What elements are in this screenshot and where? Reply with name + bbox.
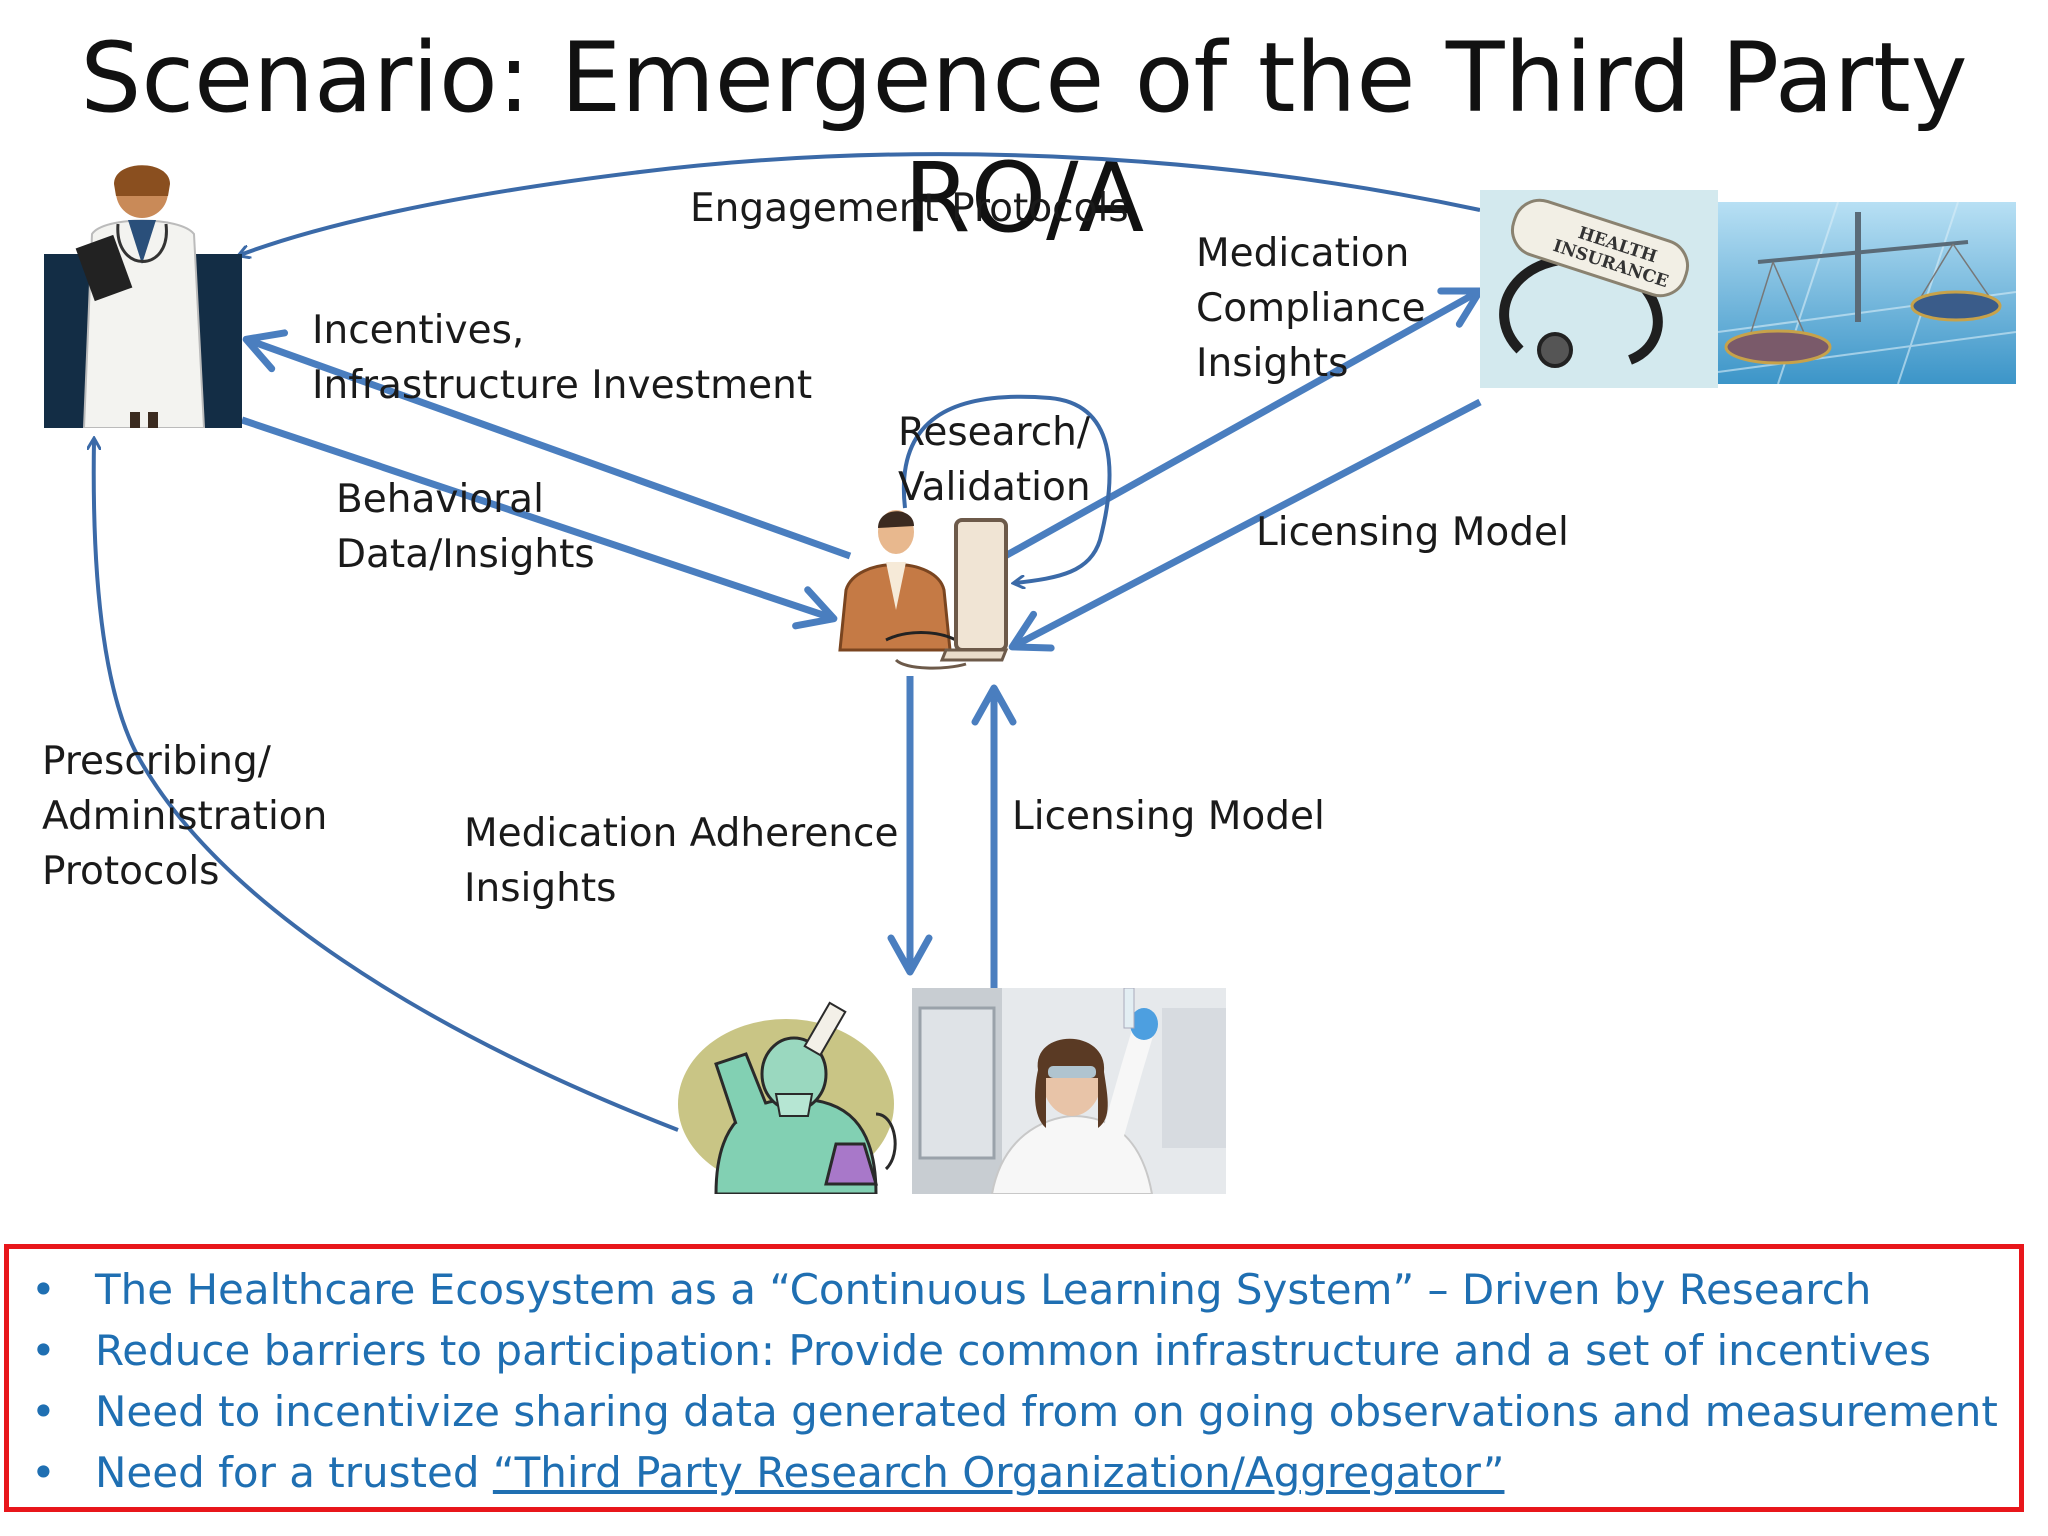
arrow-behavioral [240, 416, 838, 630]
label-compliance-line-2: Compliance [1196, 286, 1426, 331]
label-adherence-line-1: Medication Adherence [464, 811, 899, 856]
key-point-text: The Healthcare Ecosystem as a “Continuou… [95, 1265, 1872, 1314]
label-compliance-line-1: Medication [1196, 231, 1410, 276]
bullet-marker: • [31, 1448, 56, 1497]
bullet-marker: • [31, 1326, 56, 1375]
key-point-item: • Reduce barriers to participation: Prov… [9, 1320, 2019, 1381]
label-incentives-line-1: Incentives, [312, 308, 525, 353]
label-adherence-line-2: Insights [464, 866, 617, 911]
lab-photo-image [912, 988, 1226, 1194]
key-point-item: • Need to incentivize sharing data gener… [9, 1381, 2019, 1442]
label-prescribing-line-3: Protocols [42, 849, 220, 894]
bullet-marker: • [31, 1387, 56, 1436]
label-compliance-line-3: Insights [1196, 341, 1349, 386]
key-points-list: • The Healthcare Ecosystem as a “Continu… [9, 1249, 2019, 1503]
label-incentives-line-2: Infrastructure Investment [312, 363, 813, 408]
label-research-line-2: Validation [898, 465, 1091, 510]
arrow-research-loop [901, 394, 1112, 583]
health-insurance-image: HEALTH INSURANCE [1480, 190, 1718, 388]
scales-image [1718, 202, 2016, 384]
label-prescribing-line-1: Prescribing/ [42, 739, 271, 784]
arrow-engagement [240, 152, 1481, 255]
bullet-marker: • [31, 1265, 56, 1314]
arrow-licensing-top [1008, 398, 1482, 652]
arrow-compliance [996, 287, 1484, 564]
key-point-item: • Need for a trusted “Third Party Resear… [9, 1442, 2019, 1503]
label-engagement-protocols: Engagement Protocols [690, 186, 1129, 231]
key-points-box: • The Healthcare Ecosystem as a “Continu… [4, 1244, 2024, 1512]
key-point-text: Reduce barriers to participation: Provid… [95, 1326, 1932, 1375]
key-point-item: • The Healthcare Ecosystem as a “Continu… [9, 1259, 2019, 1320]
arrow-incentives [242, 329, 852, 560]
doctor-image [44, 154, 242, 428]
label-research-line-1: Research/ [898, 410, 1091, 455]
label-licensing-model-top: Licensing Model [1256, 510, 1569, 555]
label-prescribing-line-2: Administration [42, 794, 328, 839]
label-behavioral-line-1: Behavioral [336, 477, 544, 522]
scientist-clipart-image [676, 994, 910, 1194]
key-point-text: Need to incentivize sharing data generat… [95, 1387, 1998, 1436]
label-licensing-model-bottom: Licensing Model [1012, 794, 1325, 839]
researcher-image [826, 500, 1016, 676]
arrow-prescribing [94, 440, 679, 1132]
key-point-text-prefix: Need for a trusted [95, 1448, 493, 1497]
label-behavioral-line-2: Data/Insights [336, 532, 595, 577]
third-party-ro-link[interactable]: “Third Party Research Organization/Aggre… [492, 1448, 1505, 1497]
